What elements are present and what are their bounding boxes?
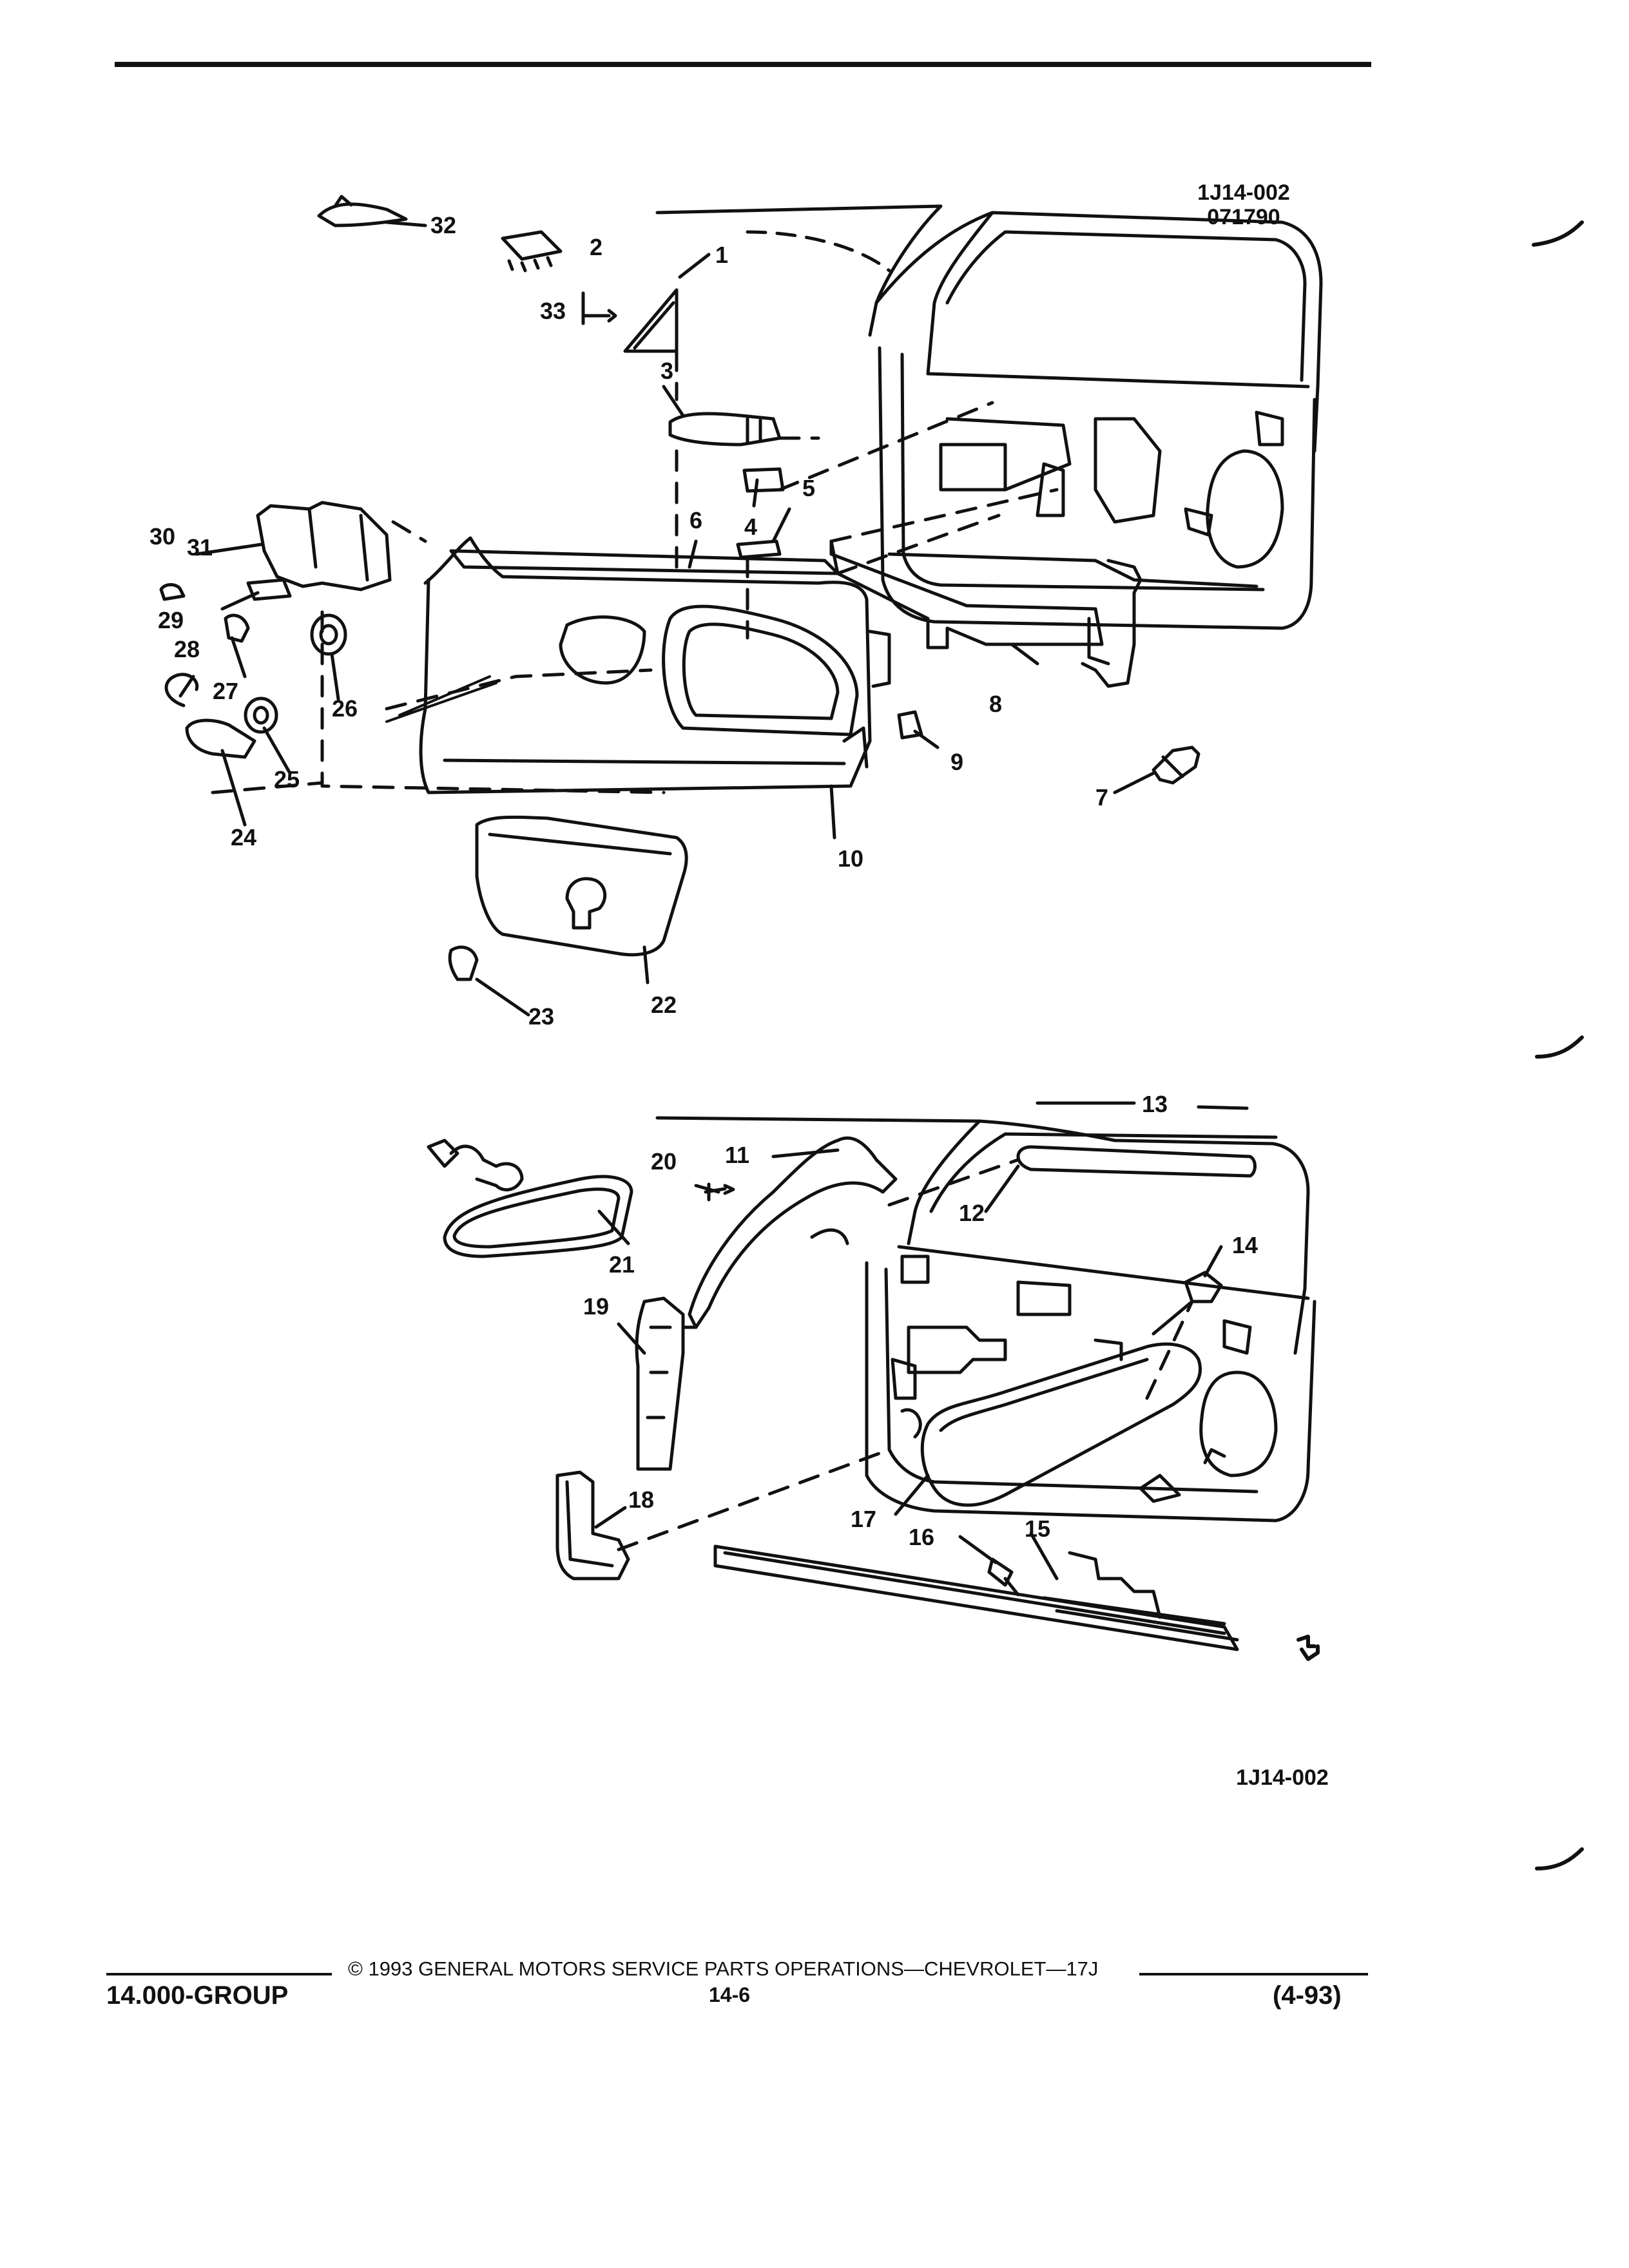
callout-2: 2 bbox=[590, 234, 603, 260]
part-21-mirror bbox=[443, 1175, 633, 1258]
callout-19: 19 bbox=[583, 1293, 610, 1320]
callout-23: 23 bbox=[528, 1003, 555, 1030]
callout-10: 10 bbox=[838, 845, 864, 872]
callout-31: 31 bbox=[187, 534, 213, 561]
callout-29: 29 bbox=[158, 607, 184, 633]
lower-door-frame bbox=[655, 1116, 1316, 1523]
callout-33: 33 bbox=[540, 298, 566, 324]
upper-window-sweep bbox=[655, 204, 943, 337]
callout-7: 7 bbox=[1095, 784, 1109, 811]
figure-id-top-line1: 1J14-002 bbox=[1197, 180, 1290, 205]
callout-30: 30 bbox=[149, 523, 176, 550]
callout-5: 5 bbox=[802, 475, 816, 501]
callout-8: 8 bbox=[989, 691, 1003, 717]
footer-group: 14.000-GROUP bbox=[106, 1981, 289, 2010]
part-10-trim-panel bbox=[419, 536, 891, 794]
callout-9: 9 bbox=[950, 749, 964, 775]
footer-revision: (4-93) bbox=[1273, 1981, 1342, 2010]
callout-22: 22 bbox=[651, 992, 677, 1018]
upper-door-frame bbox=[874, 211, 1323, 630]
callout-11: 11 bbox=[725, 1142, 750, 1168]
part-22-pocket bbox=[475, 815, 688, 957]
callout-12: 12 bbox=[959, 1200, 985, 1226]
footer-rule-right bbox=[1139, 1973, 1368, 1975]
callout-27: 27 bbox=[213, 678, 239, 704]
footer-page-number: 14-6 bbox=[709, 1983, 751, 2006]
figure-id-top-line2: 071790 bbox=[1207, 205, 1280, 229]
callout-24: 24 bbox=[231, 824, 257, 850]
callout-18: 18 bbox=[628, 1486, 655, 1513]
callout-26: 26 bbox=[332, 695, 358, 722]
callout-1: 1 bbox=[715, 242, 729, 268]
callout-4: 4 bbox=[744, 514, 758, 540]
callout-14: 14 bbox=[1232, 1232, 1258, 1258]
callout-16: 16 bbox=[909, 1524, 935, 1550]
callout-6: 6 bbox=[689, 507, 703, 533]
figure-id-bottom: 1J14-002 bbox=[1236, 1765, 1329, 1790]
footer-rule-left bbox=[106, 1973, 332, 1975]
footer-copyright: © 1993 GENERAL MOTORS SERVICE PARTS OPER… bbox=[348, 1957, 1099, 1980]
callout-17: 17 bbox=[851, 1506, 877, 1532]
top-rule bbox=[115, 62, 1371, 67]
callout-28: 28 bbox=[174, 636, 200, 662]
callout-32: 32 bbox=[430, 212, 457, 238]
callout-3: 3 bbox=[660, 358, 674, 384]
figure-id-top: 1J14-002 071790 bbox=[1179, 180, 1308, 229]
callout-21: 21 bbox=[609, 1251, 635, 1278]
callout-25: 25 bbox=[274, 766, 300, 793]
callout-15: 15 bbox=[1025, 1515, 1051, 1542]
callout-20: 20 bbox=[651, 1148, 677, 1175]
callout-13: 13 bbox=[1142, 1091, 1168, 1117]
